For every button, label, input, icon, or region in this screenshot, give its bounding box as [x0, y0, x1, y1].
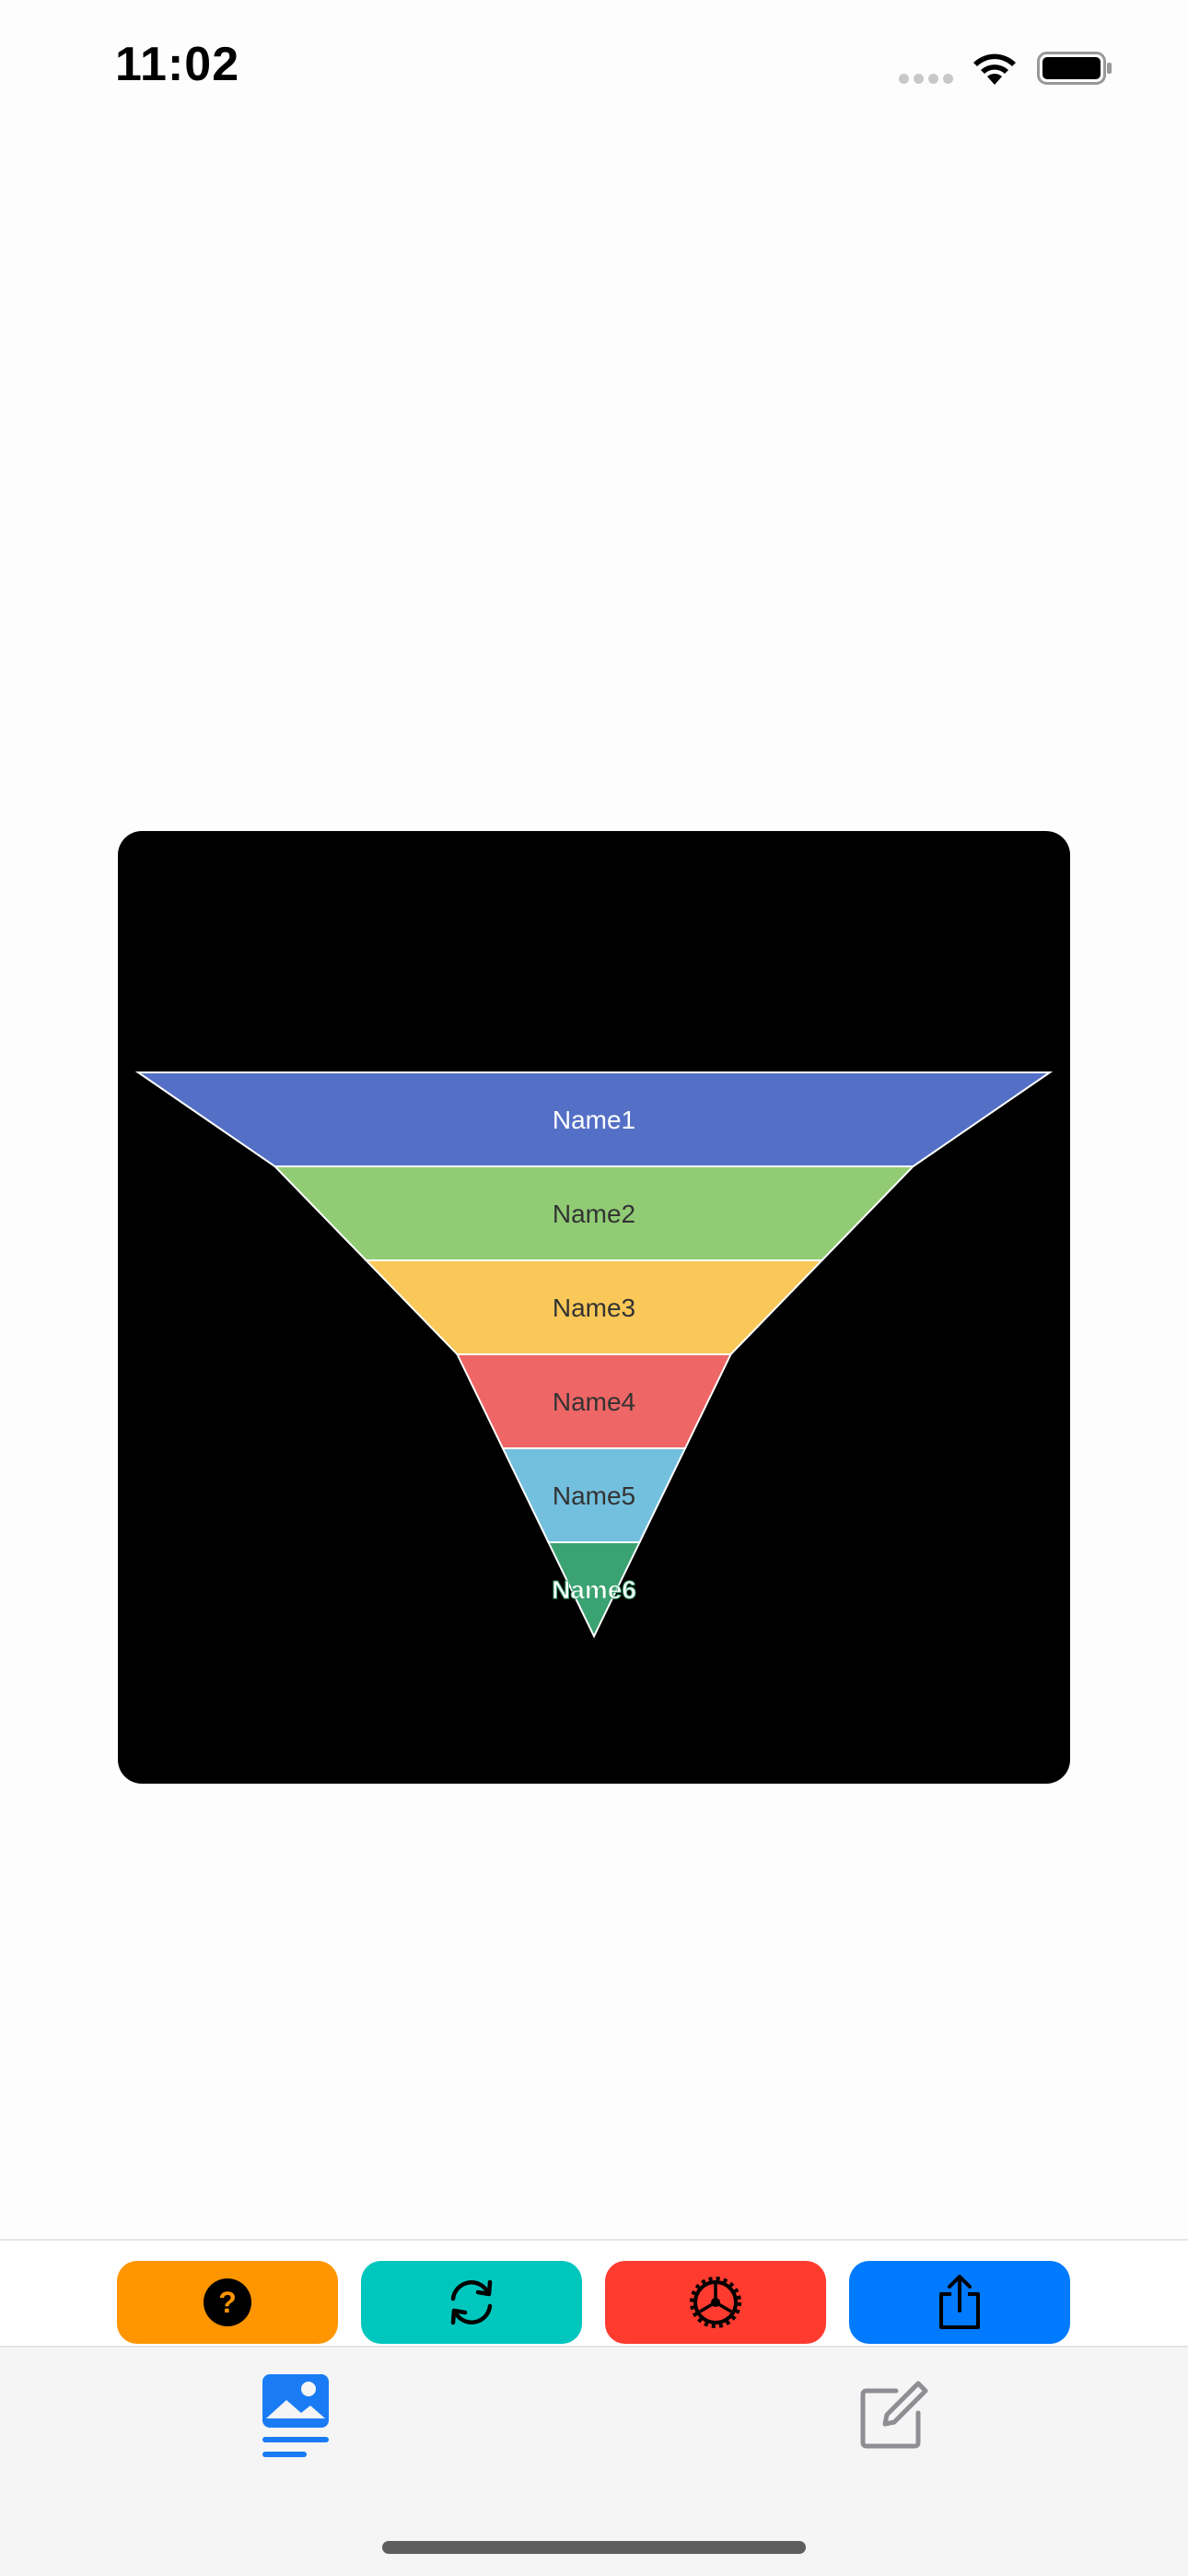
refresh-icon [450, 2279, 493, 2325]
wifi-icon [973, 53, 1016, 85]
tab-bar [0, 2346, 1188, 2576]
funnel-label-6: Name6 [552, 1575, 636, 1604]
tab-edit[interactable] [842, 2366, 943, 2467]
photo-list-icon [262, 2374, 329, 2457]
gear-icon [690, 2277, 741, 2328]
action-toolbar: ? [0, 2241, 1188, 2346]
home-indicator [382, 2541, 806, 2554]
funnel-label-3: Name3 [553, 1294, 635, 1322]
svg-text:?: ? [218, 2286, 237, 2319]
share-icon [939, 2275, 980, 2329]
help-button[interactable]: ? [117, 2261, 338, 2344]
funnel-label-5: Name5 [553, 1481, 635, 1510]
battery-icon [1037, 52, 1112, 85]
settings-button[interactable] [605, 2261, 826, 2344]
tab-gallery[interactable] [245, 2366, 346, 2467]
funnel-label-4: Name4 [553, 1388, 635, 1416]
status-bar: 11:02 [0, 0, 1188, 138]
refresh-button[interactable] [361, 2261, 582, 2344]
toolbar-divider [0, 2239, 1188, 2241]
funnel-label-1: Name1 [553, 1106, 635, 1134]
share-button[interactable] [849, 2261, 1070, 2344]
compose-icon [860, 2381, 928, 2449]
question-mark-icon: ? [204, 2278, 251, 2326]
funnel-label-2: Name2 [553, 1200, 635, 1228]
status-time: 11:02 [115, 38, 240, 91]
funnel-slice-6 [546, 1541, 642, 1639]
cellular-signal-icon [899, 74, 954, 85]
